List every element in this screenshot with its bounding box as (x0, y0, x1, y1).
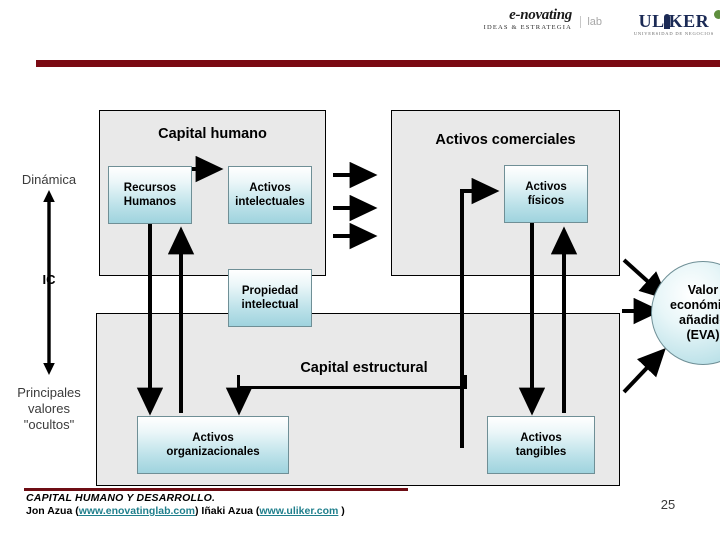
node-line-1: Activos (249, 182, 291, 194)
node-line-2: tangibles (515, 446, 567, 458)
panel-title-capital-estructural: Capital estructural (300, 360, 428, 376)
node-line-4: (EVA) (686, 328, 720, 342)
uliker-subtitle: UNIVERSIDAD DE NEGOCIOS (633, 31, 714, 36)
globe-icon (714, 10, 720, 19)
node-line-1: Recursos (123, 182, 177, 194)
node-line-2: intelectuales (235, 196, 305, 208)
page-number: 25 (660, 497, 676, 512)
arrow-tangibles-to-eva (622, 347, 666, 394)
footer-mid-text: ) Iñaki Azua ( (195, 505, 260, 517)
axis-label-dinamica: Dinámica (21, 172, 77, 187)
enovating-lab-logo: e-novating IDEAS & ESTRATEGIA (483, 7, 573, 32)
axis-label-valores-ocultos: Principales valores "ocultos" (2, 385, 96, 433)
footer-author-1: Jon Azua ( (26, 505, 79, 517)
lab-wordmark: lab (580, 16, 602, 28)
axis-label-line-2: valores (28, 401, 70, 416)
node-line-2: Humanos (123, 196, 177, 208)
node-recursos-humanos[interactable]: Recursos Humanos (108, 166, 192, 224)
panel-title-capital-humano: Capital humano (158, 126, 267, 142)
node-line-3: añadido (679, 313, 720, 327)
node-line-2: económico (670, 298, 720, 312)
enovating-wordmark: e-novating (509, 7, 572, 23)
node-line-1: Propiedad (241, 285, 299, 297)
node-line-1: Activos (520, 432, 562, 444)
node-line-1: Activos (525, 181, 567, 193)
axis-label-line-3: "ocultos" (23, 417, 75, 432)
uliker-name-after: KER (668, 11, 710, 31)
uliker-figure-icon (663, 14, 670, 29)
node-line-2: organizacionales (166, 446, 260, 458)
footer-divider-rule (24, 488, 408, 491)
node-activos-intelectuales[interactable]: Activos intelectuales (228, 166, 312, 224)
header-divider-rule (36, 60, 720, 67)
node-activos-organizacionales[interactable]: Activos organizacionales (137, 416, 289, 474)
node-propiedad-intelectual[interactable]: Propiedad intelectual (228, 269, 312, 327)
panel-title-activos-comerciales: Activos comerciales (435, 132, 576, 148)
link-uliker[interactable]: www.uliker.com (259, 505, 339, 517)
node-line-1: Valor (687, 283, 719, 297)
footer-credits: Jon Azua (www.enovatinglab.com) Iñaki Az… (26, 505, 345, 517)
node-valor-economico-anadido[interactable]: Valor económico añadido (EVA) (651, 261, 720, 365)
node-line-2: intelectual (241, 299, 299, 311)
node-activos-fisicos[interactable]: Activos físicos (504, 165, 588, 223)
axis-label-line-1: Principales (17, 385, 81, 400)
footer-tail-text: ) (338, 505, 345, 517)
node-line-2: físicos (527, 195, 565, 207)
capital-estructural-bracket (237, 375, 467, 389)
double-headed-vertical-arrow-icon (43, 190, 55, 375)
link-enovatinglab[interactable]: www.enovatinglab.com (78, 505, 195, 517)
footer-title: CAPITAL HUMANO Y DESARROLLO. (26, 492, 216, 504)
enovating-tagline: IDEAS & ESTRATEGIA (483, 24, 572, 31)
node-activos-tangibles[interactable]: Activos tangibles (487, 416, 595, 474)
uliker-name-before: UL (638, 11, 665, 31)
node-line-1: Activos (192, 432, 234, 444)
